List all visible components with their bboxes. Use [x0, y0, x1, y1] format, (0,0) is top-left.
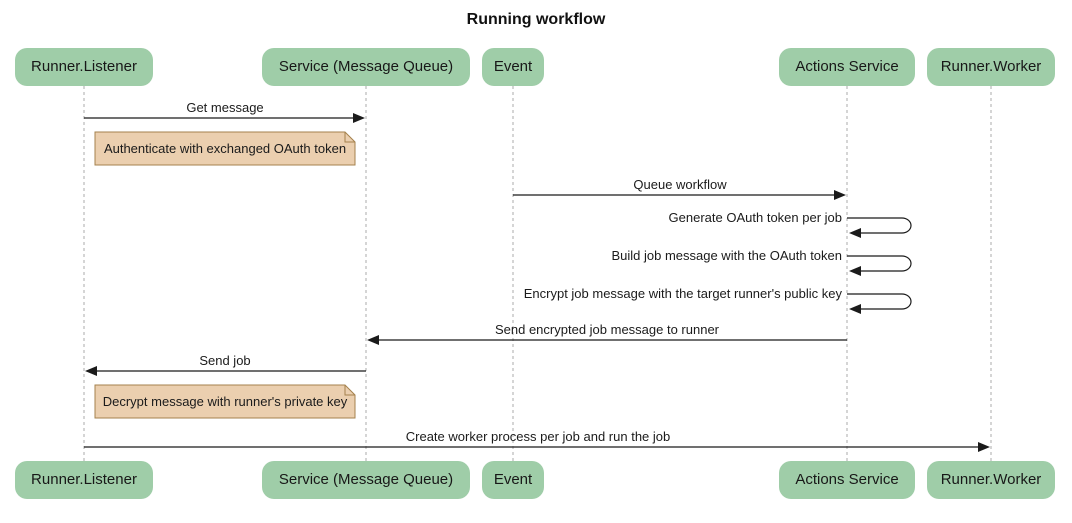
selfloop-generate-oauth — [847, 217, 912, 234]
selfloop-encrypt-job-message — [847, 293, 912, 310]
label-create-worker: Create worker process per job and run th… — [405, 429, 671, 444]
actor-bottom-actions-service: Actions Service — [779, 461, 915, 499]
note-authenticate-label: Authenticate with exchanged OAuth token — [103, 141, 347, 156]
arrowhead-send-job — [85, 366, 97, 376]
label-send-job: Send job — [199, 353, 251, 368]
arrowhead-get-message — [353, 113, 365, 123]
actor-top-runner-worker: Runner.Worker — [927, 48, 1055, 86]
note-decrypt-label: Decrypt message with runner's private ke… — [102, 394, 348, 409]
actor-bottom-runner-worker: Runner.Worker — [927, 461, 1055, 499]
actor-bottom-service-message-queue: Service (Message Queue) — [262, 461, 470, 499]
actor-top-event: Event — [482, 48, 544, 86]
label-encrypt-job-message: Encrypt job message with the target runn… — [523, 286, 842, 301]
note-authenticate-fold — [344, 132, 355, 143]
arrowhead-create-worker — [978, 442, 990, 452]
note-authenticate-shape — [94, 131, 356, 166]
arrowhead-encrypt-job-message — [849, 304, 861, 314]
arrowhead-build-job-message — [849, 266, 861, 276]
diagram-title: Running workflow — [466, 11, 606, 28]
label-build-job-message: Build job message with the OAuth token — [611, 248, 842, 263]
arrowhead-send-encrypted — [367, 335, 379, 345]
label-generate-oauth: Generate OAuth token per job — [668, 210, 842, 225]
label-get-message: Get message — [186, 100, 264, 115]
actor-top-actions-service: Actions Service — [779, 48, 915, 86]
actor-bottom-runner-listener: Runner.Listener — [15, 461, 153, 499]
actor-top-service-message-queue: Service (Message Queue) — [262, 48, 470, 86]
arrowhead-generate-oauth — [849, 228, 861, 238]
label-send-encrypted: Send encrypted job message to runner — [494, 322, 720, 337]
label-queue-workflow: Queue workflow — [633, 177, 727, 192]
arrowhead-queue-workflow — [834, 190, 846, 200]
actor-bottom-event: Event — [482, 461, 544, 499]
note-decrypt-shape — [94, 384, 356, 419]
actor-top-runner-listener: Runner.Listener — [15, 48, 153, 86]
note-decrypt-fold — [344, 385, 355, 396]
selfloop-build-job-message — [847, 255, 912, 272]
